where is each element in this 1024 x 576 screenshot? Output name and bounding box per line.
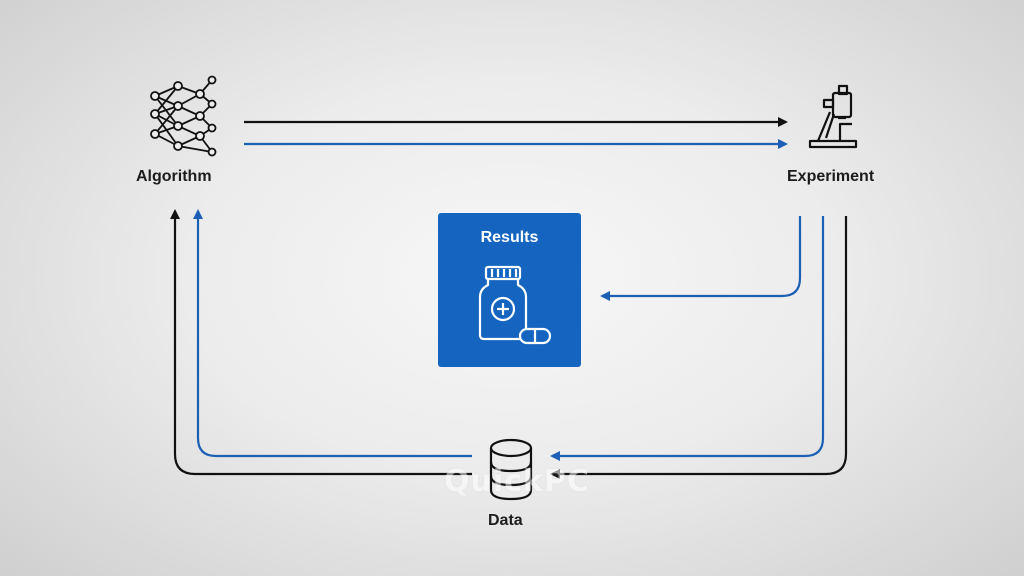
- microscope-icon: [808, 84, 858, 149]
- arrow-experiment-to-results: [600, 216, 802, 301]
- algorithm-label: Algorithm: [136, 168, 212, 185]
- experiment-label: Experiment: [787, 168, 875, 185]
- data-label: Data: [488, 512, 523, 529]
- database-icon: [489, 438, 533, 501]
- neural-network-icon: [150, 75, 217, 157]
- watermark: QuickPC: [444, 464, 590, 499]
- arrow-experiment-to-data-blue: [550, 216, 825, 461]
- results-box: Results: [438, 213, 581, 367]
- arrow-data-to-algorithm-black: [170, 209, 472, 476]
- medicine-bottle-pill-icon: [478, 265, 552, 345]
- arrow-experiment-to-data-black: [550, 216, 848, 479]
- results-title: Results: [480, 229, 539, 246]
- arrow-data-to-algorithm-blue: [193, 209, 472, 458]
